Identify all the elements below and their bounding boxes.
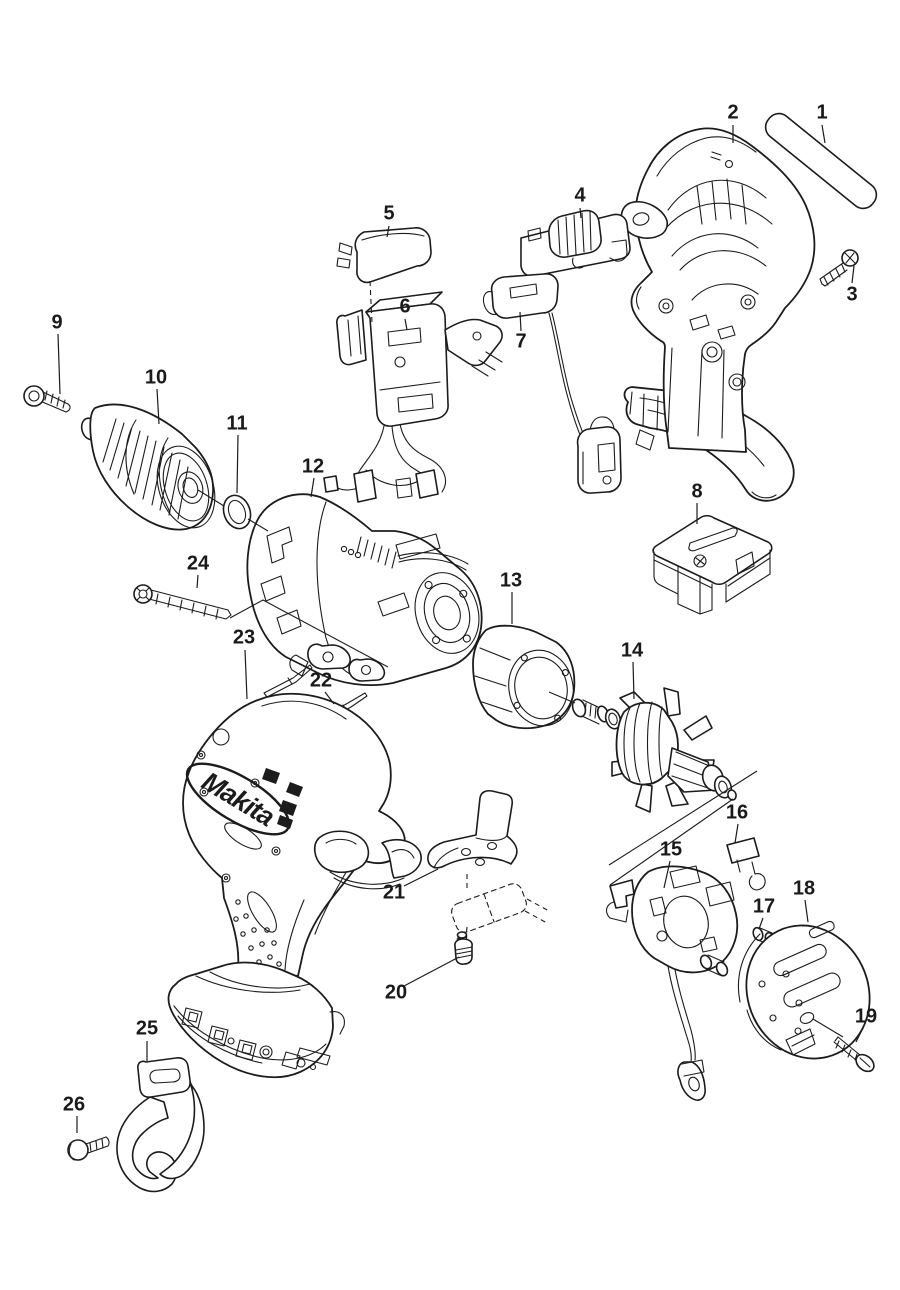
part-19-drawing-screw xyxy=(833,1036,875,1073)
assembly-line-rearcover-screw-axis xyxy=(812,1018,844,1038)
assembly-line-ring-spindle-axis xyxy=(247,518,269,532)
part-13-drawing-yoke xyxy=(472,624,576,730)
part-24-drawing-screw xyxy=(133,584,232,620)
assembly-line-bracket-phantom-axis-bottom xyxy=(465,926,468,939)
part-5-label: 5 xyxy=(383,202,394,224)
part-23-leader xyxy=(244,649,248,700)
assembly-line-armature-brush-axis-upper xyxy=(608,770,758,866)
part-12-drawing-gear-assembly xyxy=(246,493,483,686)
assembly-line-phantom-extension-1 xyxy=(526,898,550,912)
part-3-drawing-screw xyxy=(819,249,859,287)
part-4-leader xyxy=(579,207,582,219)
part-14-leader xyxy=(632,661,635,700)
part-7-drawing-lamp xyxy=(482,273,622,494)
part-22-leader xyxy=(324,691,335,705)
part-21-label: 21 xyxy=(383,881,405,903)
part-15-leader xyxy=(663,860,671,889)
part-21-drawing-bracket xyxy=(427,789,527,933)
part-14-drawing-armature xyxy=(571,687,737,813)
part-18-leader xyxy=(804,899,809,923)
part-18-drawing-rear-cover xyxy=(737,920,871,1060)
part-5-leader xyxy=(386,225,390,238)
part-6-label: 6 xyxy=(399,295,410,317)
part-10-drawing-chuck xyxy=(80,403,216,531)
leader-lines-layer xyxy=(57,124,864,1133)
part-24-leader xyxy=(196,574,199,589)
part-2-drawing-housing-right xyxy=(620,127,816,502)
part-9-leader xyxy=(57,333,61,395)
part-16-leader xyxy=(734,823,739,844)
part-6-leader xyxy=(404,318,408,331)
part-24-label: 24 xyxy=(187,552,210,574)
part-11-leader xyxy=(236,434,239,494)
part-16-label: 16 xyxy=(726,801,748,823)
part-6-drawing-switch xyxy=(323,291,503,503)
part-10-leader xyxy=(156,388,160,425)
part-21-leader xyxy=(403,868,439,887)
assembly-line-screw24-destination xyxy=(229,599,389,668)
assembly-line-cap-to-switch-axis xyxy=(369,280,373,324)
part-25-label: 25 xyxy=(136,1017,158,1039)
part-2-label: 2 xyxy=(727,101,738,123)
part-23-label: 23 xyxy=(233,626,255,648)
part-26-label: 26 xyxy=(63,1093,85,1115)
part-16-drawing-clip xyxy=(726,837,766,891)
part-19-label: 19 xyxy=(855,1005,877,1027)
part-10-label: 10 xyxy=(145,366,167,388)
part-12-label: 12 xyxy=(302,455,324,477)
part-20-leader xyxy=(403,956,460,987)
part-1-label: 1 xyxy=(816,101,827,123)
part-15-label: 15 xyxy=(660,838,682,860)
part-26-drawing-screw xyxy=(67,1136,110,1161)
part-15-drawing-brush-holder xyxy=(605,865,739,1101)
assembly-lines-layer xyxy=(197,280,844,1038)
part-1-drawing-name-plate xyxy=(764,112,878,210)
assembly-line-yoke-armature-axis xyxy=(548,691,576,704)
assembly-line-chuck-bore-axis xyxy=(197,489,225,507)
assembly-line-armature-brush-axis-lower xyxy=(609,798,734,886)
part-9-drawing-screw xyxy=(23,385,71,413)
part-1-leader xyxy=(821,124,826,144)
part-17-label: 17 xyxy=(753,895,775,917)
part-12-leader xyxy=(310,477,315,498)
part-14-label: 14 xyxy=(621,639,644,661)
part-5-drawing-switch-cap xyxy=(336,227,432,284)
part-20-drawing-screw xyxy=(454,931,473,965)
assembly-line-phantom-extension-2 xyxy=(524,910,548,924)
part-8-label: 8 xyxy=(691,480,702,502)
part-17-leader xyxy=(758,917,764,930)
part-13-label: 13 xyxy=(500,569,522,591)
part-11-label: 11 xyxy=(226,412,247,434)
part-3-leader xyxy=(851,265,855,284)
part-7-leader xyxy=(519,311,522,332)
part-8-drawing-terminal xyxy=(652,514,773,615)
part-22-label: 22 xyxy=(310,669,332,691)
part-20-label: 20 xyxy=(385,981,407,1003)
part-18-label: 18 xyxy=(793,877,815,899)
part-9-label: 9 xyxy=(51,311,62,333)
part-4-drawing-fr-lever xyxy=(520,209,631,277)
part-3-label: 3 xyxy=(846,283,857,305)
part-23-drawing-housing-left: Makita xyxy=(167,692,422,1079)
part-7-label: 7 xyxy=(515,330,526,352)
part-25-drawing-belt-hook xyxy=(116,1057,205,1193)
part-labels-layer: 1234567891011121314151617181920212223242… xyxy=(51,101,877,1115)
part-19-leader xyxy=(855,1027,864,1043)
part-4-label: 4 xyxy=(574,184,586,206)
part-11-drawing-ring xyxy=(222,494,252,530)
